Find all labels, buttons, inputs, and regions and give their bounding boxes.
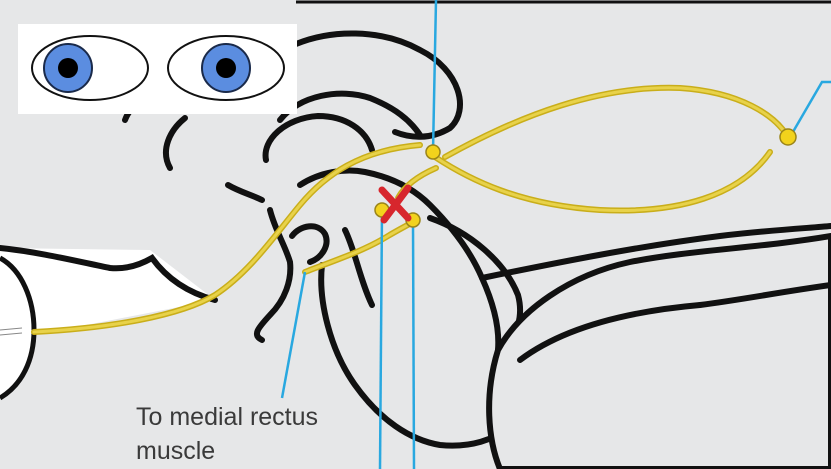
pointer-line-right-nucleus (411, 221, 416, 469)
pons-inner-outline (342, 227, 375, 308)
visual-cortex-nucleus (779, 128, 797, 146)
cerebellum-outline (486, 233, 831, 469)
gyrus-outline-1 (163, 115, 188, 171)
pretectal-nucleus (425, 144, 441, 160)
hypothalamus-outline (254, 207, 294, 343)
cerebellum-fold-2 (697, 282, 831, 308)
cerebellum-fold-1 (517, 302, 703, 363)
midbrain-outline (297, 167, 502, 353)
pons-outline (318, 262, 515, 449)
pointer-line-left-nucleus (378, 209, 384, 469)
thalamus-outline (262, 112, 375, 163)
eyeball-ray-1 (0, 327, 23, 331)
medial-rectus-label-line-2: muscle (136, 437, 216, 465)
medial-rectus-label-line-1: To medial rectus (136, 403, 319, 431)
cerebrum-outline (0, 245, 218, 303)
eyes-inset (18, 24, 297, 114)
tentorium-outline (479, 223, 831, 281)
left-eye-pupil (58, 58, 78, 78)
corpus-callosum-outline (277, 90, 423, 138)
eyeball-ray-2 (0, 332, 23, 336)
pituitary-outline (289, 223, 330, 265)
lesion-x-mark (378, 184, 412, 224)
frontal-lobe-outline (293, 30, 463, 140)
optic-nerve-pathway (32, 143, 422, 334)
right-eye-pupil (216, 58, 236, 78)
pathway-lower-arc (433, 150, 772, 213)
pointer-line-right (788, 80, 831, 138)
pathway-upper-arc (443, 86, 790, 159)
medial-rectus-label: To medial rectus muscle (136, 400, 318, 468)
pathway-to-medial-rectus (303, 220, 415, 274)
pointer-line-medial-rectus (280, 271, 307, 399)
pointer-line-top (431, 0, 438, 153)
gyrus-outline-3 (225, 182, 265, 203)
